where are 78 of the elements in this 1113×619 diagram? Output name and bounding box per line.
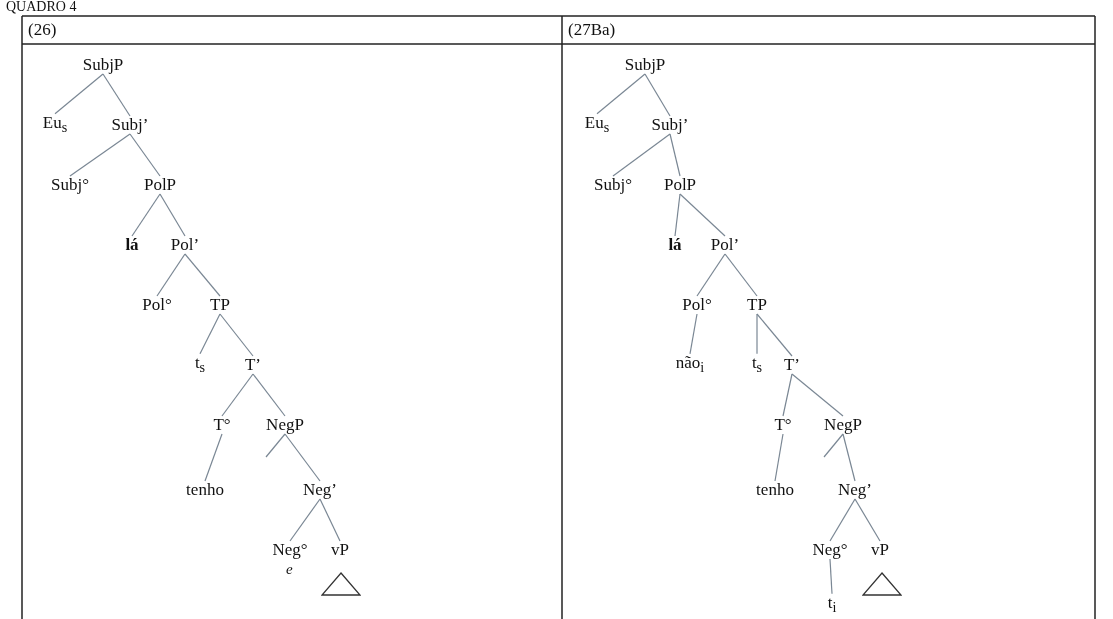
tree-label: lá — [125, 235, 139, 255]
tree-branch — [679, 193, 726, 237]
tree-label: Eu$_{s}$ — [584, 112, 610, 138]
tree-branch — [131, 193, 161, 237]
tree-branch — [689, 313, 698, 355]
tree-label: Neg’ — [838, 480, 872, 500]
tree-branch — [724, 253, 758, 297]
tree-label: lá — [668, 235, 682, 255]
tree-branch — [756, 313, 758, 355]
tree-label: NegP — [824, 415, 862, 435]
tree-label: TP — [210, 295, 230, 315]
tree-label: Neg’ — [303, 480, 337, 500]
triangle-symbol — [862, 572, 902, 596]
tree-branch — [612, 133, 671, 177]
tree-branch — [156, 253, 186, 297]
tree-branch — [204, 433, 223, 482]
tree-label: tenho — [186, 480, 224, 500]
tree-label: Subj’ — [651, 115, 689, 135]
tree-label: NegP — [266, 415, 304, 435]
example-number: (26) — [28, 20, 57, 40]
tree-label: t$_{i}$ — [827, 592, 837, 618]
tree-branch — [265, 433, 286, 458]
tree-label: Pol° — [142, 295, 172, 315]
tree-label: Pol° — [682, 295, 712, 315]
tree-branch — [829, 498, 856, 542]
tree-label: Subj° — [594, 175, 632, 195]
tree-label: TP — [747, 295, 767, 315]
tree-label: não$_{i}$ — [675, 352, 705, 378]
tree-branch — [221, 373, 254, 417]
tree-label: vP — [331, 540, 349, 560]
tree-label: Neg° — [272, 540, 308, 560]
tree-branch — [774, 433, 784, 482]
tree-label: SubjP — [82, 55, 124, 75]
tree-branch — [596, 73, 646, 115]
tree-branch — [284, 433, 321, 482]
tree-label: T’ — [245, 355, 261, 375]
tree-label: Subj’ — [111, 115, 149, 135]
tree-branch — [782, 373, 793, 417]
tree-label: t$_{s}$ — [194, 352, 206, 378]
tree-branch — [102, 73, 131, 117]
example-number: (27Ba) — [568, 20, 616, 40]
tree-branch — [199, 313, 221, 355]
tree-branch — [159, 193, 186, 237]
tree-branch — [219, 313, 254, 357]
tree-branch — [854, 498, 881, 542]
tree-label: Eu$_{s}$ — [42, 112, 68, 138]
tree-label: tenho — [756, 480, 794, 500]
tree-label: SubjP — [624, 55, 666, 75]
tree-branch — [69, 133, 131, 177]
tree-label: Subj° — [51, 175, 89, 195]
tree-label: Pol’ — [710, 235, 740, 255]
tree-branch — [791, 373, 844, 417]
tree-label: Pol’ — [170, 235, 200, 255]
tree-branch — [252, 373, 286, 417]
tree-branch — [289, 498, 321, 542]
tree-branch — [842, 433, 856, 482]
tree-branch — [129, 133, 161, 177]
tree-label: Neg° — [812, 540, 848, 560]
tree-label: PolP — [663, 175, 697, 195]
tree-label: PolP — [143, 175, 177, 195]
tree-branch — [829, 558, 833, 595]
tree-branch — [696, 253, 726, 297]
tree-branch — [823, 433, 844, 458]
tree-label: T° — [213, 415, 231, 435]
empty-category-mark: e — [286, 561, 293, 578]
tree-branch — [669, 133, 681, 177]
tree-label: T° — [774, 415, 792, 435]
triangle-symbol — [321, 572, 361, 596]
tree-branch — [644, 73, 671, 117]
tree-branch — [54, 73, 104, 115]
tree-label: T’ — [784, 355, 800, 375]
tree-label: vP — [871, 540, 889, 560]
tree-branch — [319, 498, 341, 542]
tree-branch — [756, 313, 793, 357]
tree-branch — [184, 253, 221, 297]
table-title: QUADRO 4 — [6, 0, 77, 16]
tree-label: t$_{s}$ — [751, 352, 763, 378]
tree-branch — [674, 193, 681, 237]
